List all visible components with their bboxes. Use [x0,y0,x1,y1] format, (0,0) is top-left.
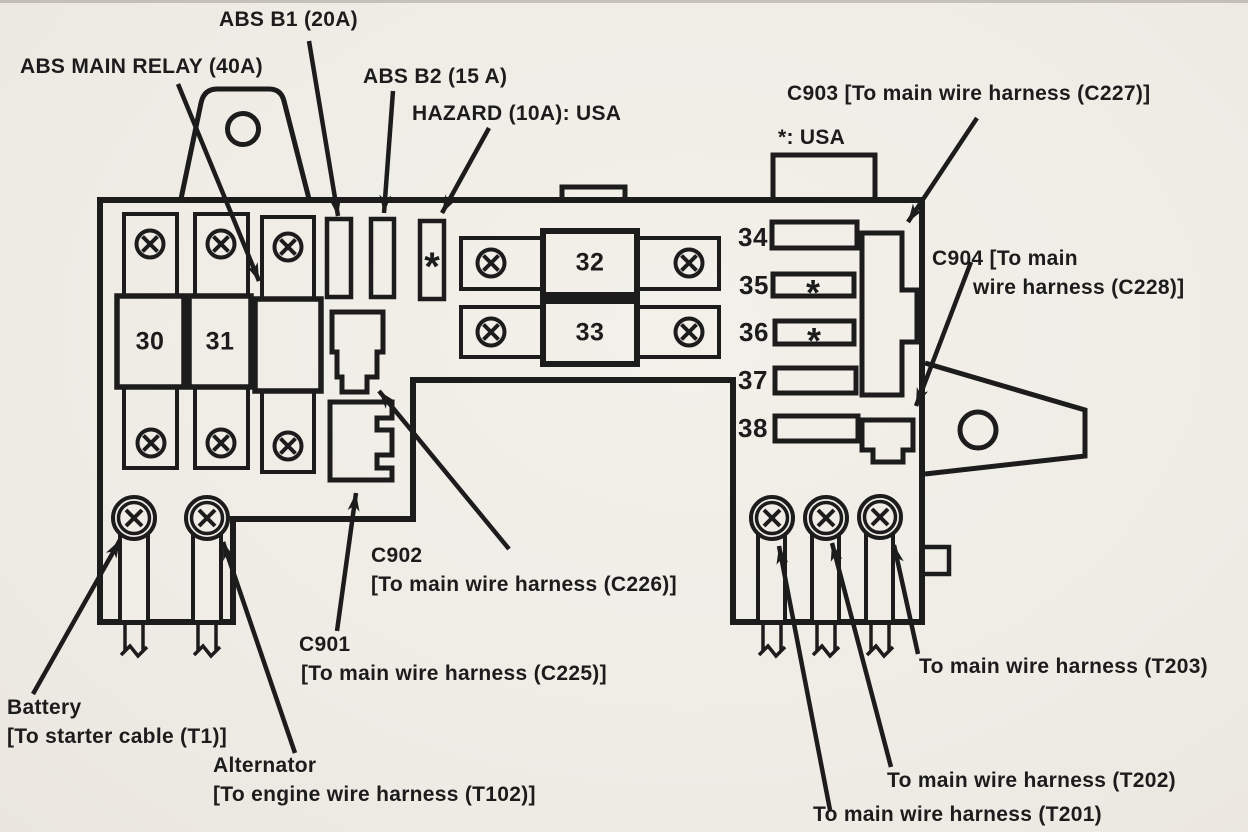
fuse-abs-b1 [324,216,354,300]
connector-c902 [329,309,386,395]
fuse-row-33 [459,298,721,367]
relay-column-30 [114,212,187,470]
label-c901-line1: C901 [299,633,351,656]
leader-battery [31,538,122,696]
label-alternator-line1: Alternator [213,754,317,777]
label-c904-line1: C904 [To main [932,247,1078,270]
top-edge-bump [559,184,628,200]
fuse-38 [772,413,861,444]
label-abs-b1: ABS B1 (20A) [219,8,358,31]
relay-column-abs-main [252,215,324,474]
leader-c904 [913,261,974,407]
fuse-number-37: 37 [738,365,768,395]
label-c902-line2: [To main wire harness (C226)] [371,573,677,596]
leader-hazard [440,126,491,215]
label-c904-line2: wire harness (C228)] [973,276,1185,299]
fuse-row-32 [459,228,721,298]
screw-icon [673,316,705,348]
label-battery-line2: [To starter cable (T1)] [7,725,228,748]
fuse-hazard [417,218,447,302]
terminal-screw-icon [803,495,849,541]
label-c903: C903 [To main wire harness (C227)] [787,82,1151,105]
fuse-number-34: 34 [738,222,768,252]
battery-wire [119,622,149,659]
leader-alternator [220,541,298,754]
label-abs-main-relay: ABS MAIN RELAY (40A) [20,55,263,78]
label-alternator-line2: [To engine wire harness (T102)] [213,783,536,806]
fuse-box-outline [97,86,1088,625]
label-t201: To main wire harness (T201) [813,803,1102,826]
usa-asterisk-fuse-36: * [806,320,822,362]
screw-icon [134,228,166,260]
screw-icon [475,247,507,279]
screw-icon [135,427,167,459]
fuse-number-33: 33 [575,318,605,347]
fuse-abs-b2 [368,216,397,300]
screw-icon [272,231,304,263]
screw-icon [205,427,237,459]
mounting-tab-left [178,86,312,200]
label-abs-b2: ABS B2 (15 A) [363,65,508,88]
fuse-number-30: 30 [135,327,165,356]
connector-c903 [859,230,920,398]
fuse-number-35: 35 [739,270,769,300]
fuse-35 [770,271,857,299]
t203-wire [865,622,895,659]
connector-c904 [859,417,916,465]
mounting-hole-left [225,111,261,147]
leader-abs-b1 [306,40,341,217]
fuse-number-32: 32 [575,248,605,277]
terminal-battery [111,495,157,659]
mounting-hole-right [957,409,999,451]
usa-asterisk-hazard: * [424,245,440,289]
label-battery-line1: Battery [7,696,82,719]
screw-icon [475,316,507,348]
label-c901-line2: [To main wire harness (C225)] [301,662,607,685]
mounting-tab-right [924,360,1088,477]
leader-c902 [377,389,511,551]
terminal-screw-icon [184,495,230,541]
leader-abs-main-relay [175,83,262,282]
screw-icon [272,430,304,462]
terminal-t203 [857,494,903,659]
terminal-screw-icon [857,494,903,540]
fuse-34 [769,219,860,251]
leader-c903 [906,116,979,224]
terminal-screw-icon [111,495,157,541]
fuse-bank-34-38 [769,219,861,444]
fuse-number-36: 36 [739,317,769,347]
label-hazard: HAZARD (10A): USA [412,102,622,125]
fuse-number-31: 31 [205,327,235,356]
fuse-37 [772,365,859,396]
usa-tab [770,152,878,200]
terminal-screw-icon [749,495,795,541]
leader-arrows [31,40,979,811]
t201-wire [757,622,787,659]
screw-icon [205,228,237,260]
usa-asterisk-fuse-35: * [805,272,821,314]
connector-c901 [327,399,395,483]
label-c902-line1: C902 [371,544,423,567]
leader-c901 [334,492,360,632]
leader-t201 [776,545,833,811]
fuse-number-38: 38 [738,413,768,443]
label-usa-note: *: USA [778,126,846,149]
leader-t202 [829,542,894,768]
label-t202: To main wire harness (T202) [887,769,1176,792]
leader-t203 [891,544,921,655]
fuse-36 [772,318,857,347]
terminal-alternator [184,495,230,659]
alternator-wire [192,622,222,659]
right-edge-tab [922,544,952,577]
t202-wire [811,622,841,659]
leader-abs-b2 [379,90,396,214]
label-t203: To main wire harness (T203) [919,655,1208,678]
screw-icon [673,247,705,279]
